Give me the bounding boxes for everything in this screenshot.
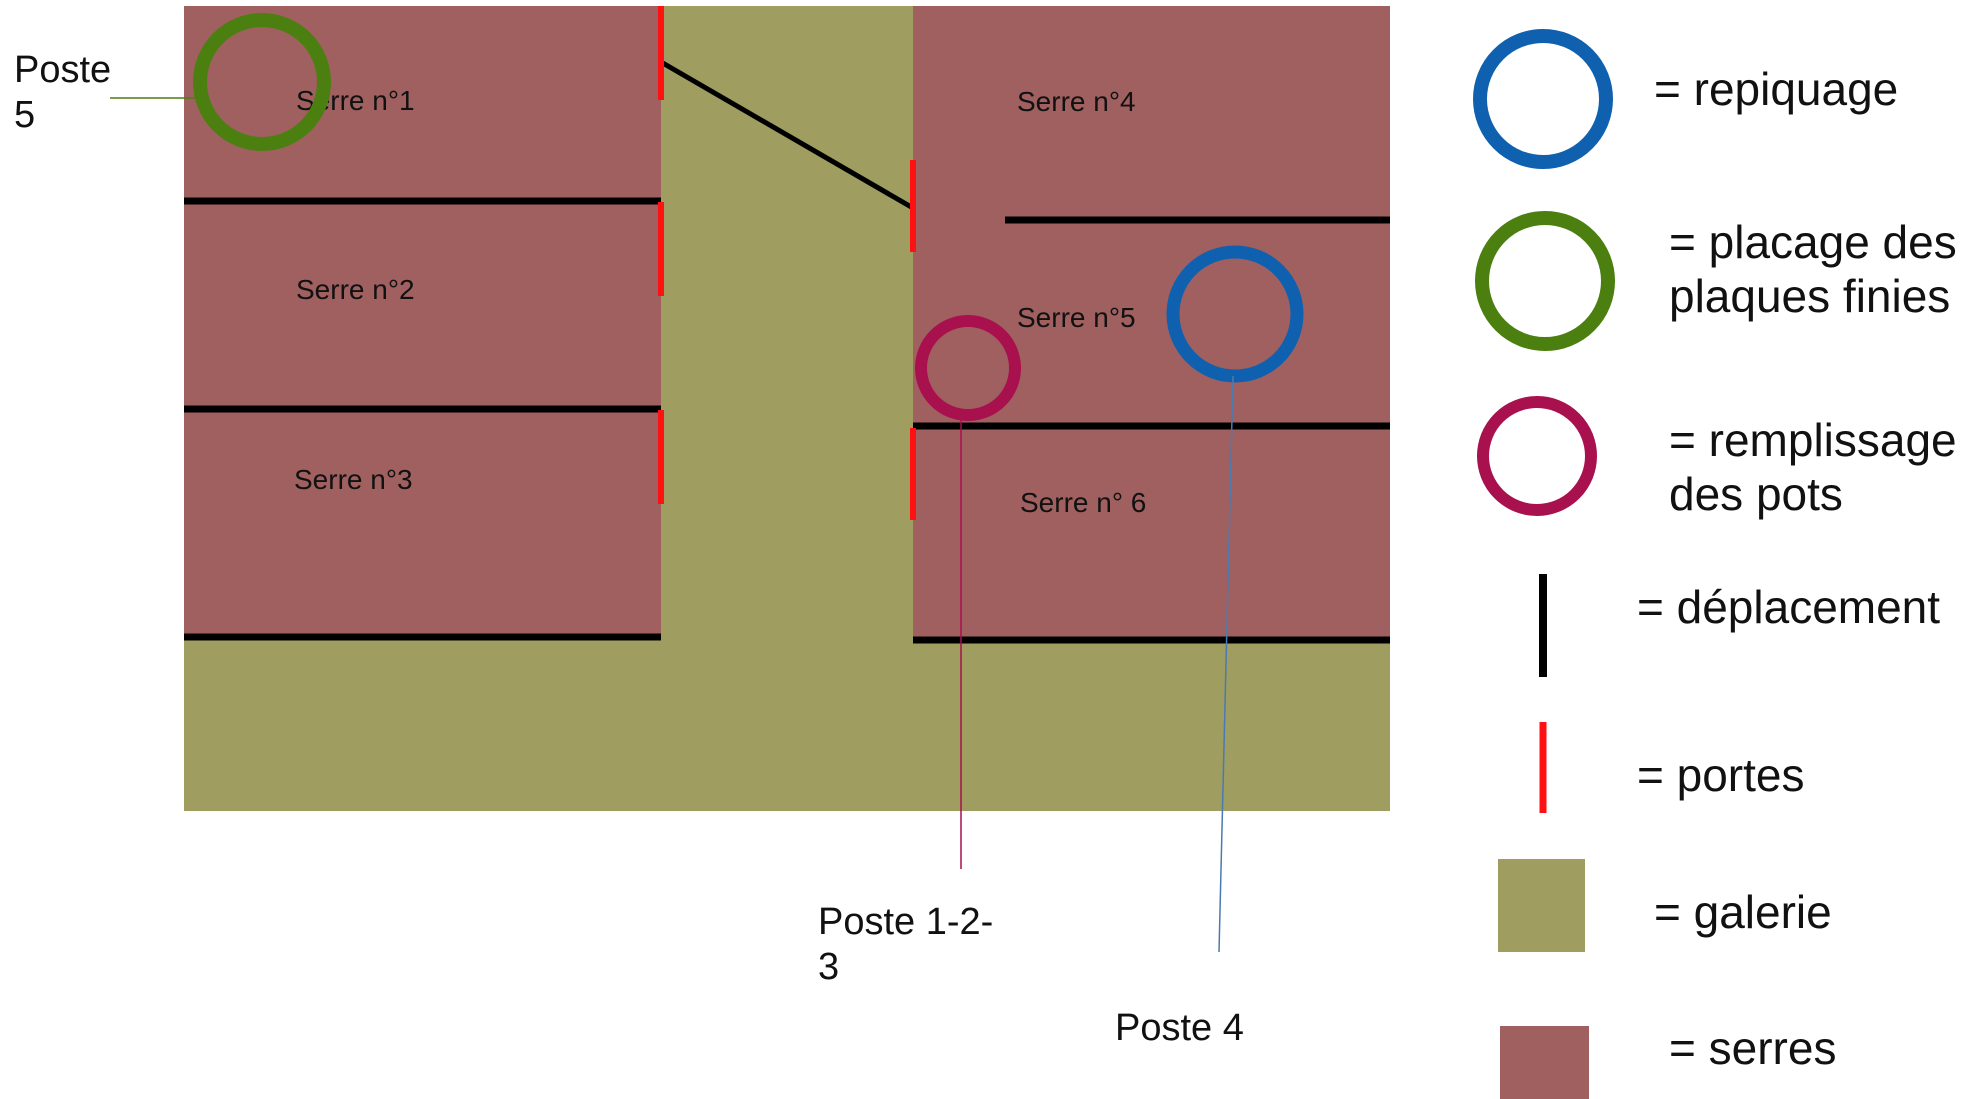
legend-remplissage-icon: [1477, 396, 1597, 516]
serre-4: [913, 6, 1390, 220]
legend: = repiquage = placage des plaques finies…: [1473, 29, 1957, 1099]
serre-1: [184, 6, 661, 201]
legend-galerie-swatch: [1498, 859, 1585, 952]
serre-6-label: Serre n° 6: [1020, 487, 1146, 518]
deplacement-path: [659, 59, 915, 211]
poste-123-label-line2: 3: [818, 946, 839, 988]
legend-repiquage-text: = repiquage: [1654, 63, 1898, 115]
poste-123-remplissage-marker: [915, 315, 1021, 421]
poste-4-leader: [1218, 375, 1234, 953]
legend-placage-text-line2: plaques finies: [1669, 270, 1950, 322]
poste-4-repiquage-marker: [1166, 245, 1304, 383]
serre-5-label: Serre n°5: [1017, 302, 1136, 333]
legend-placage-text-line1: = placage des: [1669, 216, 1957, 268]
legend-galerie-text: = galerie: [1654, 886, 1832, 938]
legend-portes-text: = portes: [1637, 749, 1805, 801]
serre-4-label: Serre n°4: [1017, 86, 1136, 117]
serre-6: [913, 426, 1390, 640]
serre-3: [184, 409, 661, 637]
poste-4-label: Poste 4: [1115, 1007, 1244, 1049]
legend-remplissage-text-line1: = remplissage: [1669, 414, 1957, 466]
serre-2: [184, 201, 661, 409]
poste-5-label-line2: 5: [14, 94, 35, 136]
legend-serres-swatch: [1500, 1026, 1589, 1099]
poste-123-label-line1: Poste 1-2-: [818, 901, 993, 943]
serre-2-label: Serre n°2: [296, 274, 415, 305]
legend-serres-text: = serres: [1669, 1022, 1836, 1074]
serre-3-label: Serre n°3: [294, 464, 413, 495]
poste-5-placage-marker: [193, 13, 331, 151]
legend-remplissage-text-line2: des pots: [1669, 468, 1843, 520]
legend-repiquage-icon: [1473, 29, 1613, 169]
legend-placage-icon: [1475, 211, 1615, 351]
legend-deplacement-text: = déplacement: [1637, 581, 1940, 633]
poste-5-label-line1: Poste: [14, 49, 111, 91]
